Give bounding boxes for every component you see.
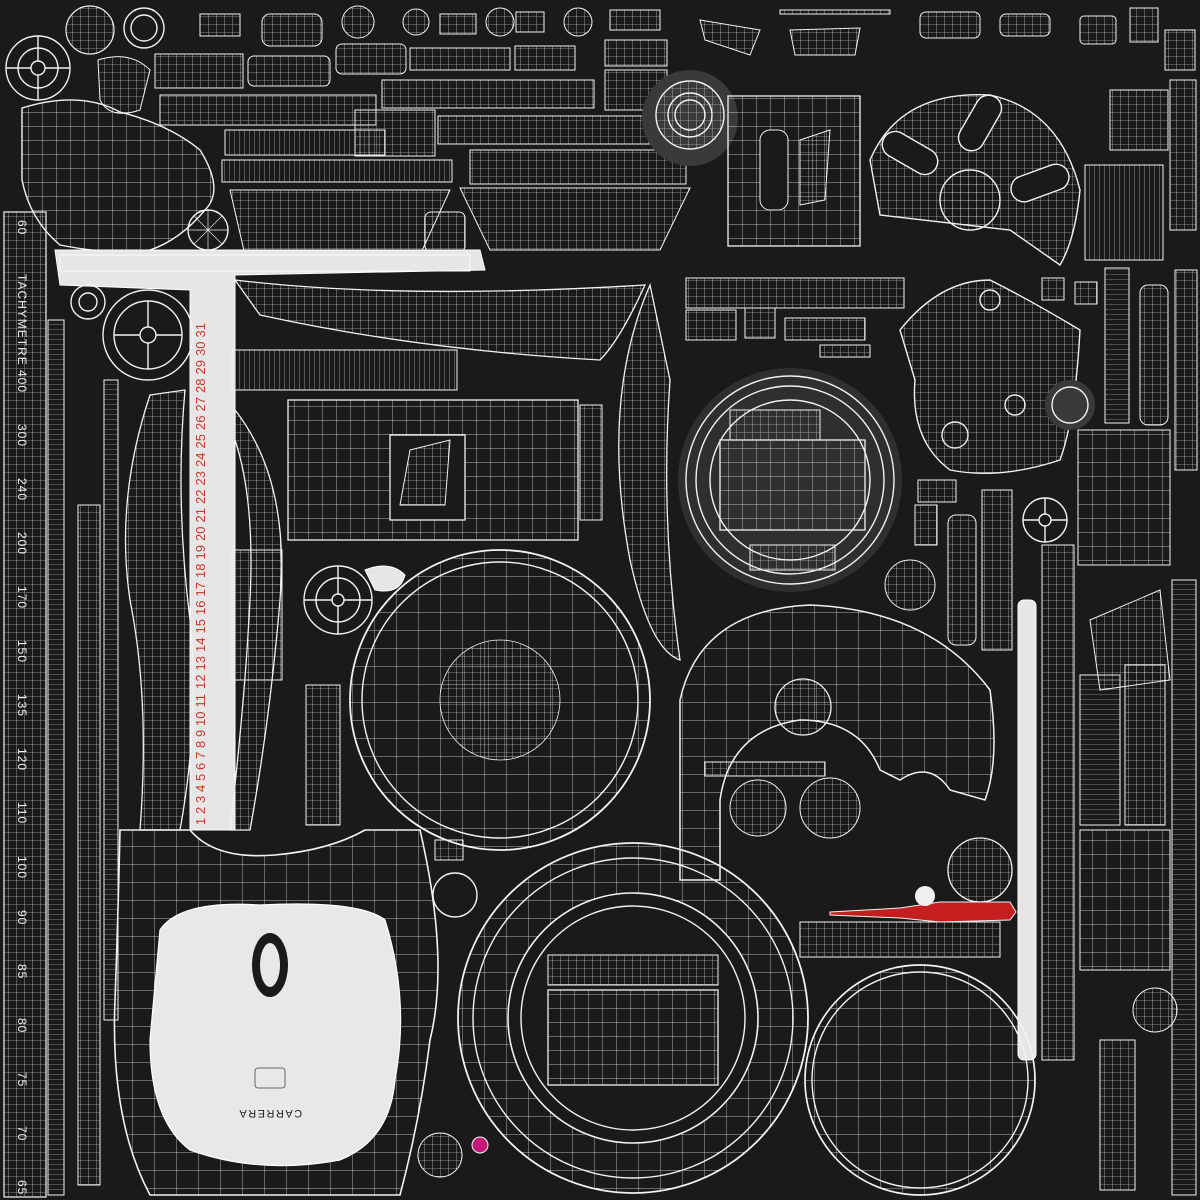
- date-number: 6: [193, 763, 208, 770]
- uv-patch: [261, 13, 323, 47]
- tachymeter-number: 150: [15, 640, 29, 663]
- wireframe-disc: [341, 5, 375, 39]
- date-number: 15: [193, 619, 208, 633]
- crown-guard-island: [21, 56, 215, 253]
- tachymeter-number: 80: [15, 1018, 29, 1033]
- date-number: 25: [193, 434, 208, 448]
- tachymeter-number: 400: [15, 370, 29, 393]
- date-number: 22: [193, 490, 208, 504]
- date-number: 18: [193, 564, 208, 578]
- tachymeter-number: 100: [15, 856, 29, 879]
- case-top-block: [727, 95, 861, 247]
- tachymeter-number: 60: [15, 220, 29, 235]
- date-number: 1: [193, 818, 208, 825]
- mid-right-blocks: [685, 277, 905, 358]
- strap-segment: [1084, 164, 1164, 261]
- tachymeter-number: 70: [15, 1126, 29, 1141]
- tachymeter-number: 200: [15, 532, 29, 555]
- bezel-band-islands: [187, 187, 691, 256]
- bezel-ring-bottom: [457, 842, 809, 1194]
- date-number: 11: [193, 694, 208, 708]
- tachymeter-number: 90: [15, 910, 29, 925]
- brand-text: CARRERA: [238, 1107, 302, 1119]
- date-number: 17: [193, 582, 208, 596]
- date-ring-numbers: 1234567891011121314151617181920212223242…: [193, 323, 208, 825]
- strap-strip: [77, 504, 101, 1186]
- date-number: 3: [193, 796, 208, 803]
- date-number: 23: [193, 471, 208, 485]
- date-number: 7: [193, 752, 208, 759]
- tachymeter-number: 135: [15, 694, 29, 717]
- dial-disc-large: [349, 549, 651, 851]
- dial-grid-block: [231, 349, 603, 681]
- uv-patch: [199, 13, 241, 37]
- gear-wheel-center: [303, 565, 373, 635]
- red-pusher-rod: [829, 886, 1017, 923]
- date-number: 24: [193, 453, 208, 467]
- date-number: 16: [193, 601, 208, 615]
- tachymeter-number: 75: [15, 1072, 29, 1087]
- date-number: 19: [193, 545, 208, 559]
- tachymeter-number: 120: [15, 748, 29, 771]
- subdial-ring-top: [642, 70, 738, 166]
- date-number: 30: [193, 342, 208, 356]
- rotor-wheel: [869, 93, 1081, 267]
- tachymeter-number: 110: [15, 802, 29, 824]
- gear-wheel-top-left: [5, 35, 71, 101]
- date-number: 20: [193, 527, 208, 541]
- tachymeter-number: 170: [15, 586, 29, 609]
- date-number: 8: [193, 741, 208, 748]
- date-number: 5: [193, 774, 208, 781]
- date-number: 31: [193, 323, 208, 337]
- tachymeter-number: 240: [15, 478, 29, 501]
- top-row-islands: [5, 5, 1196, 101]
- date-number: 12: [193, 675, 208, 689]
- top-strip-blocks: [154, 39, 687, 185]
- ring-small: [123, 7, 165, 49]
- date-number: 29: [193, 360, 208, 374]
- date-number: 21: [193, 508, 208, 522]
- date-number: 27: [193, 397, 208, 411]
- bridge-plate-island: [899, 279, 1095, 475]
- date-number: 9: [193, 730, 208, 737]
- tachymeter-number: TACHYMETRE: [15, 274, 29, 366]
- date-number: 14: [193, 638, 208, 652]
- chronograph-subdial: [678, 368, 902, 592]
- date-number: 13: [193, 656, 208, 670]
- wireframe-sphere: [65, 5, 115, 55]
- tachymeter-number: 65: [15, 1180, 29, 1195]
- watch-case-bottom-left: CARRERA: [113, 829, 439, 1196]
- gear-wheel-left: [102, 289, 194, 381]
- date-number: 28: [193, 379, 208, 393]
- caseback-disc: [804, 964, 1036, 1196]
- strap-strip: [47, 319, 65, 1196]
- date-number: 2: [193, 807, 208, 814]
- bezel-disc-right: [679, 604, 995, 881]
- date-number: 4: [193, 785, 208, 792]
- date-number: 26: [193, 416, 208, 430]
- tachymeter-number: 300: [15, 424, 29, 447]
- tachymeter-number: 85: [15, 964, 29, 979]
- date-number: 10: [193, 712, 208, 726]
